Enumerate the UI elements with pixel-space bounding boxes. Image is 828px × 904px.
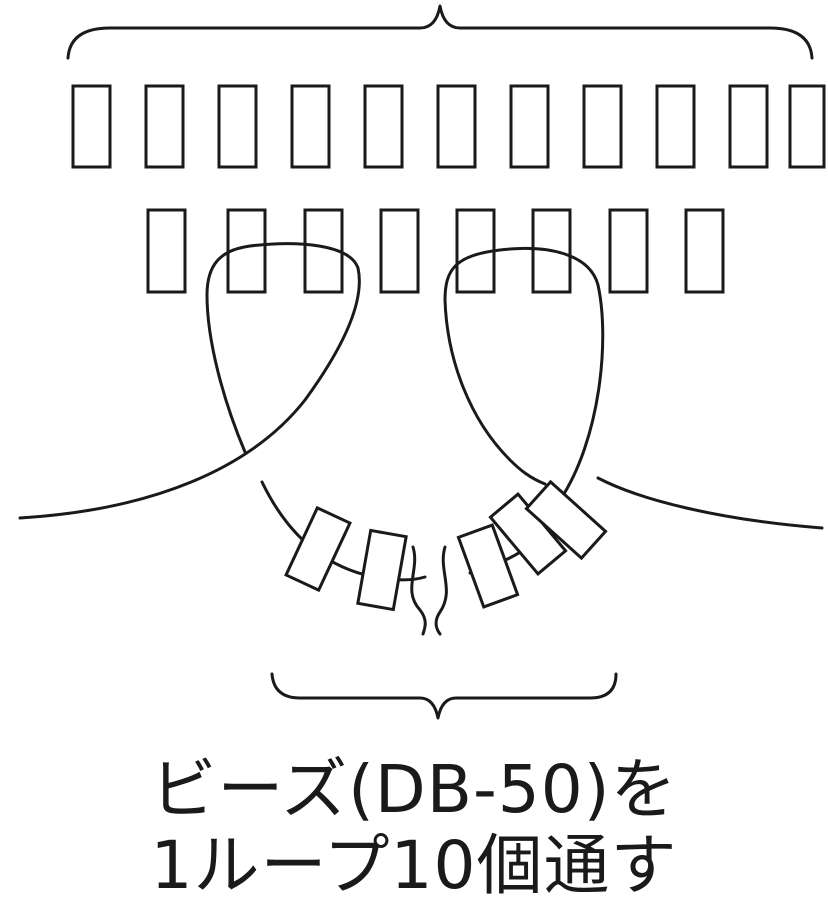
- bead: [436, 84, 477, 169]
- bead: [356, 528, 408, 612]
- bead: [144, 84, 185, 169]
- loop-thread-left: [18, 242, 361, 520]
- loop-thread-right: [443, 246, 824, 530]
- bead: [217, 84, 258, 169]
- bead: [290, 84, 331, 169]
- bottom-brace: [270, 672, 618, 720]
- bead: [524, 479, 608, 561]
- bead: [71, 84, 112, 169]
- caption-line-2: 1ループ10個通す: [150, 827, 678, 904]
- bead: [608, 208, 649, 294]
- bead-loop: [284, 479, 608, 612]
- bead-row-second: [146, 208, 725, 294]
- bead: [509, 84, 550, 169]
- bead: [728, 84, 769, 169]
- top-brace: [66, 4, 814, 60]
- break-mark: [410, 545, 427, 636]
- bead: [284, 505, 352, 593]
- bead: [684, 208, 725, 294]
- bead: [582, 84, 623, 169]
- break-mark: [434, 545, 448, 636]
- bead: [379, 208, 420, 294]
- bead: [788, 84, 826, 169]
- bead: [655, 84, 696, 169]
- bead: [146, 208, 187, 294]
- bead-row-top: [71, 84, 826, 169]
- bead: [363, 84, 404, 169]
- caption-line-1: ビーズ(DB-50)を: [150, 751, 678, 828]
- bead: [456, 523, 520, 609]
